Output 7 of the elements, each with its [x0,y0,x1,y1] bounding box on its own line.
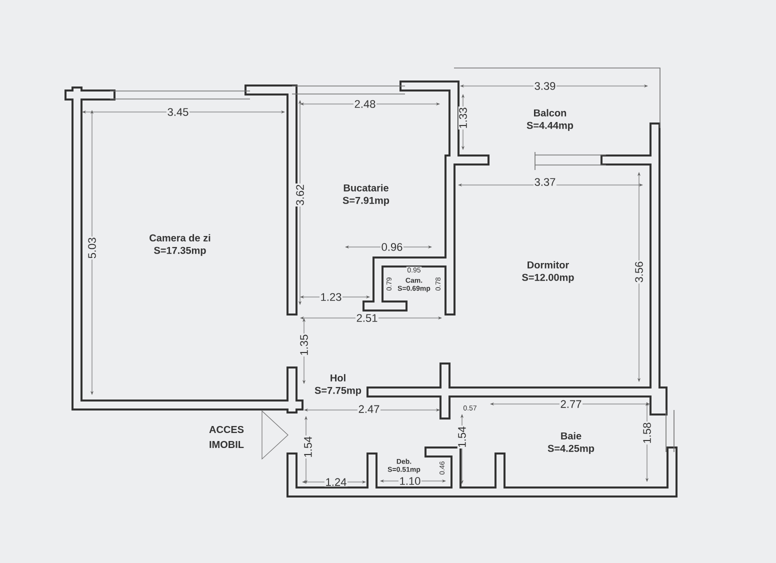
entrance-label: ACCES IMOBIL [209,426,244,448]
room-label: Balcon S=4.44mp [526,109,574,131]
room-label: Dormitor S=12.00mp [522,261,574,283]
room-label: Camera de zi S=17.35mp [150,234,210,256]
room-label: Bucatarie S=7.91mp [342,184,390,206]
room-label: Baie S=4.25mp [548,432,594,454]
room-label: Hol S=7.75mp [314,374,362,396]
